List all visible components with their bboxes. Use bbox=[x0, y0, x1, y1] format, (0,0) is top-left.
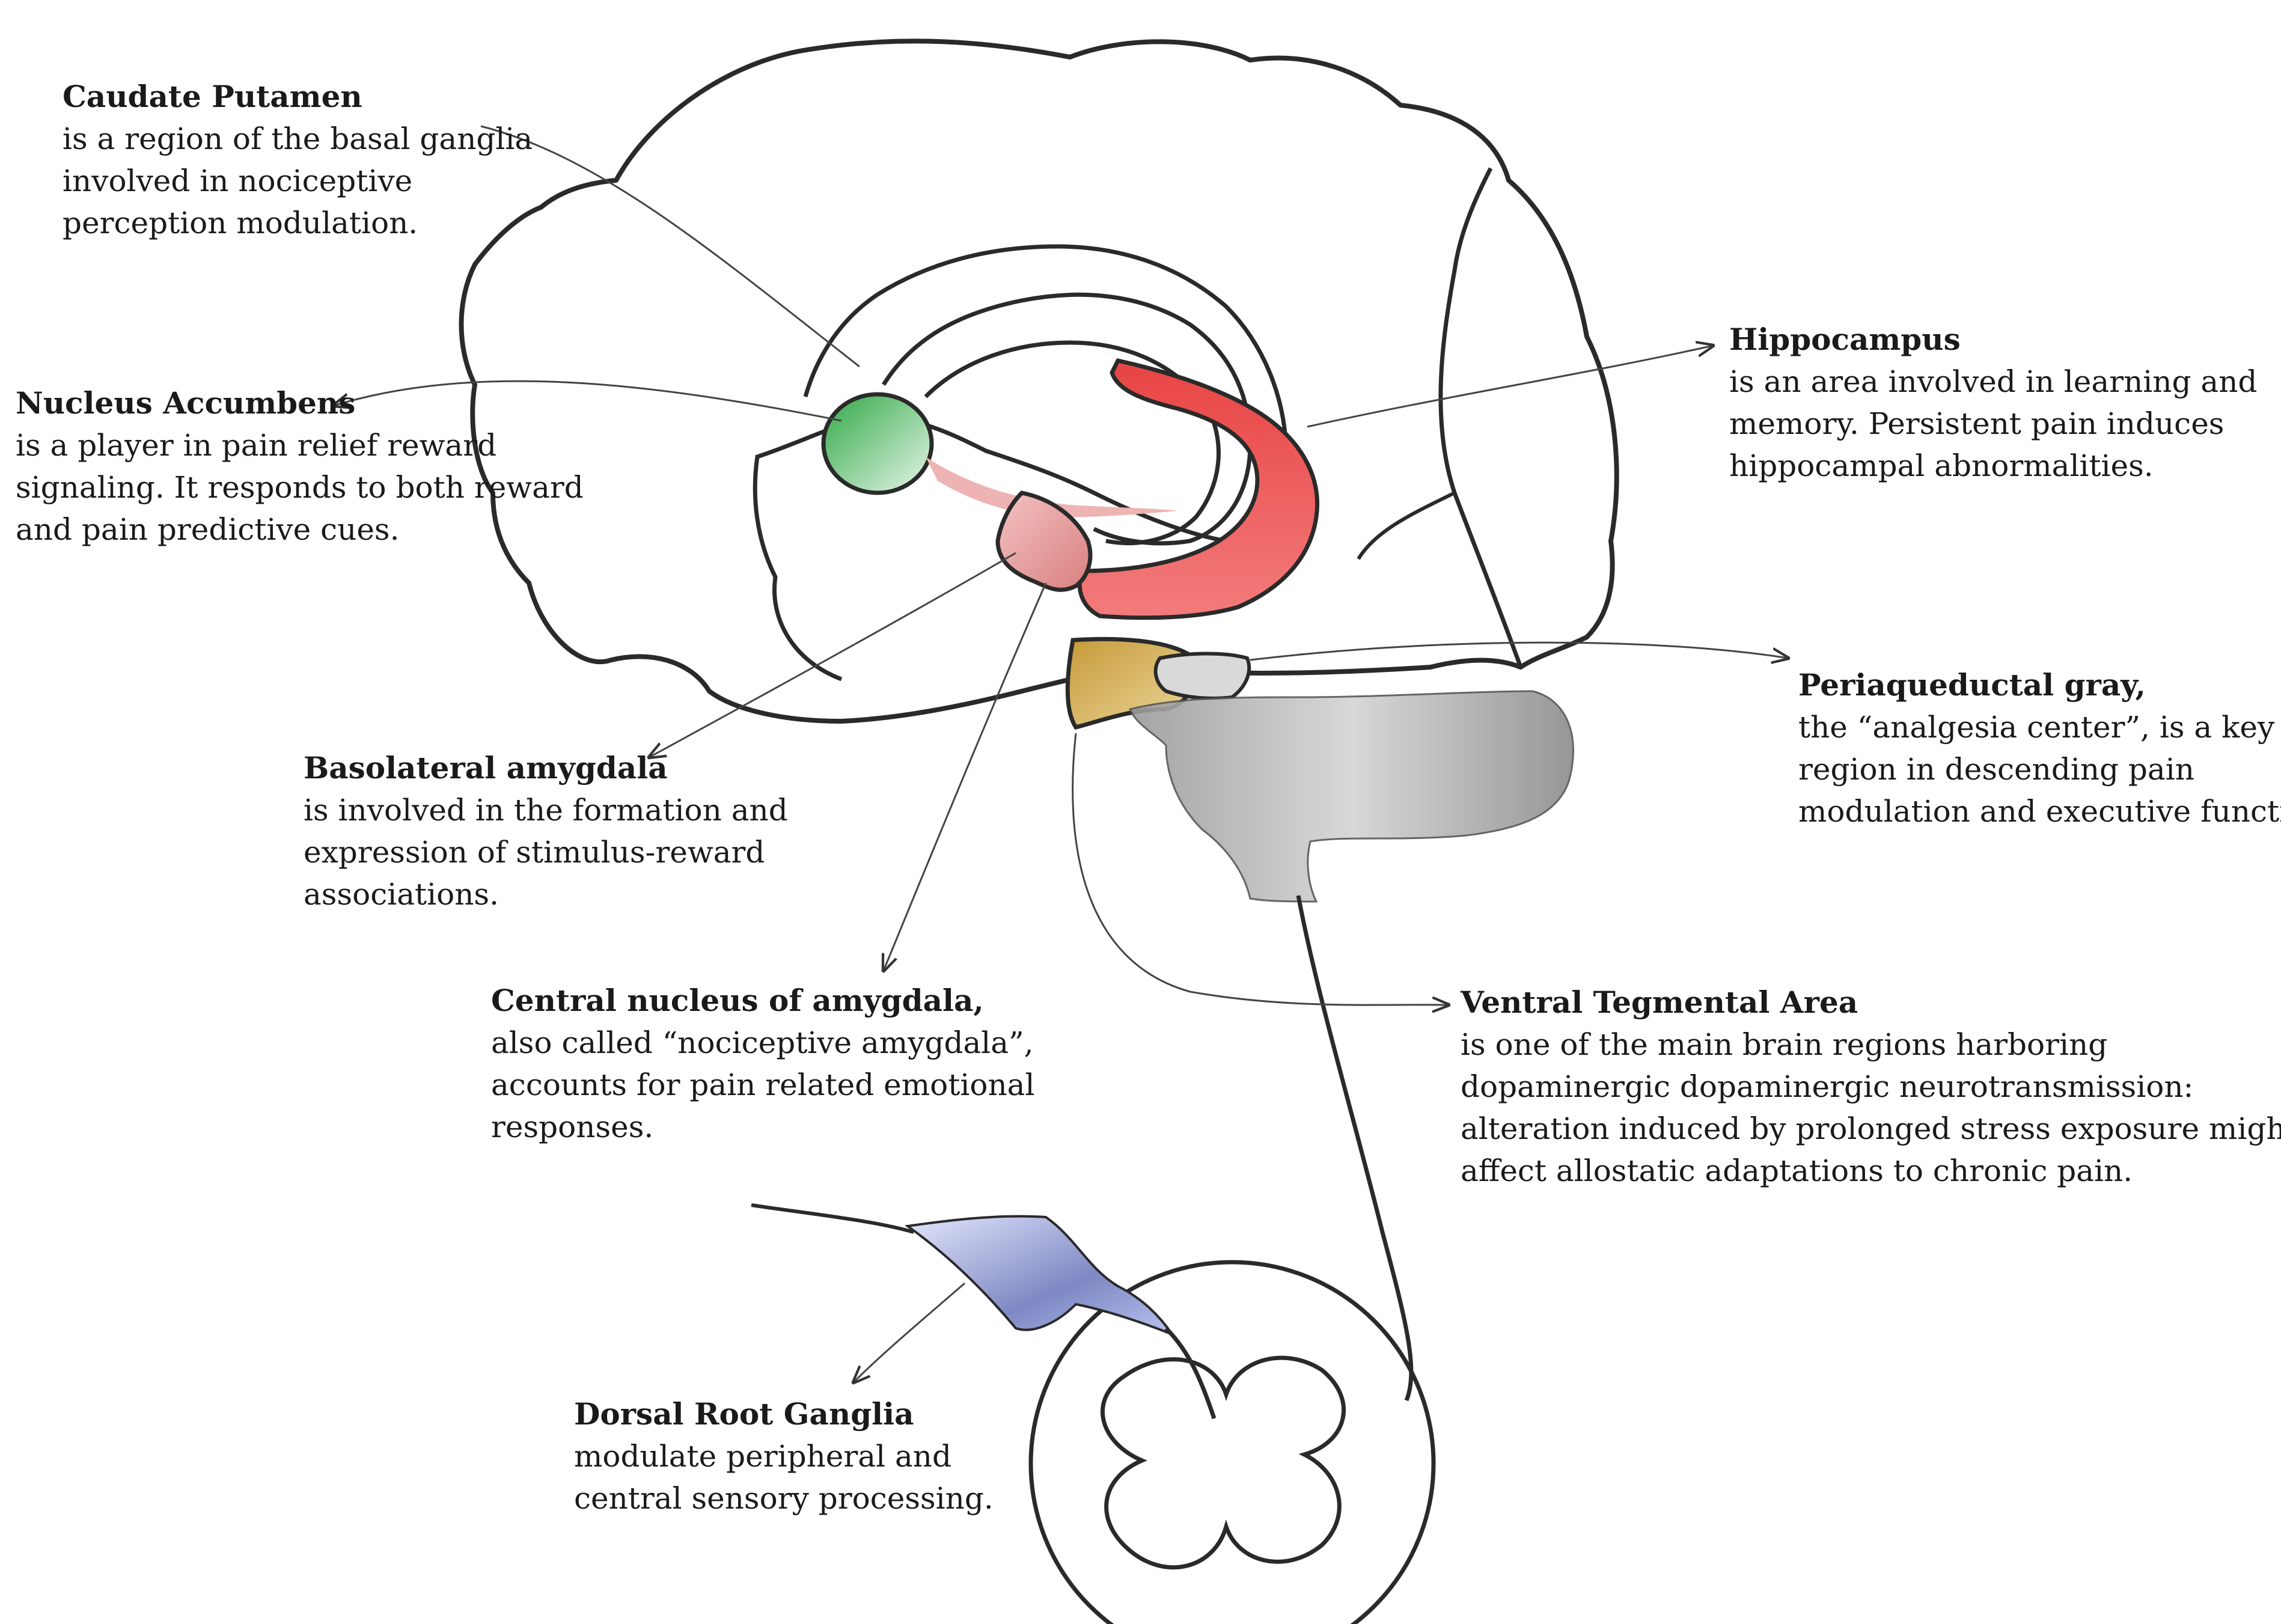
brainstem-shape bbox=[1128, 690, 1574, 903]
drg-shape bbox=[904, 1215, 1176, 1337]
pag-leader-line bbox=[1250, 641, 1788, 660]
label-line: the “analgesia center”, is a key bbox=[1798, 710, 2275, 745]
label-line: accounts for pain related emotional bbox=[491, 1067, 1035, 1102]
central-amygdala-title: Central nucleus of amygdala, bbox=[491, 983, 984, 1018]
label-line: modulate peripheral and bbox=[574, 1439, 952, 1474]
amygdala-shape bbox=[995, 490, 1093, 592]
spinal-tract-line bbox=[1296, 895, 1414, 1402]
periaqueductal-gray-title: Periaqueductal gray, bbox=[1798, 667, 2146, 703]
label-line: modulation and executive function bbox=[1798, 794, 2281, 829]
caudate-putamen-title: Caudate Putamen bbox=[63, 79, 362, 114]
corpus-callosum-outline bbox=[882, 292, 1253, 546]
dorsal-root-ganglia-title: Dorsal Root Ganglia bbox=[574, 1396, 914, 1432]
label-line: region in descending pain bbox=[1798, 752, 2194, 787]
basolateral-amygdala-label: Basolateral amygdala is involved in the … bbox=[304, 747, 788, 915]
accumbens-leader-line bbox=[334, 380, 842, 422]
caudate-leader-line bbox=[480, 125, 860, 368]
central-amygdala-label: Central nucleus of amygdala, also called… bbox=[491, 980, 1034, 1148]
sulcus-line bbox=[1438, 167, 1523, 668]
hippocampus-leader-line bbox=[1307, 346, 1713, 428]
label-line: expression of stimulus-reward bbox=[304, 835, 765, 870]
label-line: involved in nociceptive bbox=[63, 163, 413, 198]
label-line: associations. bbox=[304, 877, 499, 912]
label-line: is one of the main brain regions harbori… bbox=[1461, 1027, 2108, 1062]
label-line: and pain predictive cues. bbox=[16, 512, 400, 547]
label-line: is a region of the basal ganglia bbox=[63, 121, 533, 156]
ventral-tegmental-area-title: Ventral Tegmental Area bbox=[1461, 984, 1858, 1020]
basolateral-leader-line bbox=[649, 552, 1016, 757]
dorsal-root-line bbox=[751, 1203, 914, 1234]
nucleus-accumbens-title: Nucleus Accumbens bbox=[16, 385, 356, 421]
label-line: memory. Persistent pain induces bbox=[1729, 406, 2225, 441]
caudate-putamen-label: Caudate Putamen is a region of the basal… bbox=[63, 76, 533, 244]
stria-band bbox=[926, 457, 1178, 517]
pag-shape bbox=[1153, 652, 1251, 700]
dorsal-root-ganglia-label: Dorsal Root Ganglia modulate peripheral … bbox=[574, 1393, 994, 1519]
label-line: also called “nociceptive amygdala”, bbox=[491, 1025, 1034, 1060]
label-line: is an area involved in learning and bbox=[1729, 364, 2258, 399]
vta-leader-line bbox=[1072, 733, 1449, 1005]
hippocampus-shape bbox=[1077, 358, 1319, 620]
label-line: dopaminergic dopaminergic neurotransmiss… bbox=[1461, 1069, 2194, 1104]
hippocampus-title: Hippocampus bbox=[1729, 322, 1961, 357]
central-leader-line bbox=[884, 582, 1047, 971]
label-line: signaling. It responds to both reward bbox=[16, 470, 584, 505]
spinal-gray-matter bbox=[1100, 1355, 1346, 1570]
ventral-tegmental-area-label: Ventral Tegmental Area is one of the mai… bbox=[1461, 981, 2281, 1192]
brain-outline bbox=[459, 38, 1619, 724]
basolateral-amygdala-title: Basolateral amygdala bbox=[304, 750, 668, 786]
spinal-cord-section bbox=[1028, 1260, 1436, 1624]
label-line: is a player in pain relief reward bbox=[16, 428, 497, 463]
label-line: is involved in the formation and bbox=[304, 793, 788, 828]
label-line: perception modulation. bbox=[63, 206, 418, 240]
label-line: responses. bbox=[491, 1110, 654, 1144]
dorsal-root-entry-line bbox=[1164, 1326, 1217, 1420]
label-line: affect allostatic adaptations to chronic… bbox=[1461, 1153, 2133, 1188]
hippocampus-label: Hippocampus is an area involved in learn… bbox=[1729, 319, 2257, 487]
limbic-outline bbox=[753, 244, 1289, 682]
label-line: alteration induced by prolonged stress e… bbox=[1461, 1111, 2281, 1146]
label-line: central sensory processing. bbox=[574, 1481, 994, 1516]
label-line: hippocampal abnormalities. bbox=[1729, 448, 2154, 483]
nucleus-accumbens-label: Nucleus Accumbens is a player in pain re… bbox=[16, 382, 584, 551]
drg-leader-line bbox=[853, 1282, 965, 1382]
periaqueductal-gray-label: Periaqueductal gray, the “analgesia cent… bbox=[1798, 664, 2281, 832]
sulcus-line bbox=[1357, 491, 1456, 560]
nucleus-accumbens-shape bbox=[821, 392, 934, 495]
